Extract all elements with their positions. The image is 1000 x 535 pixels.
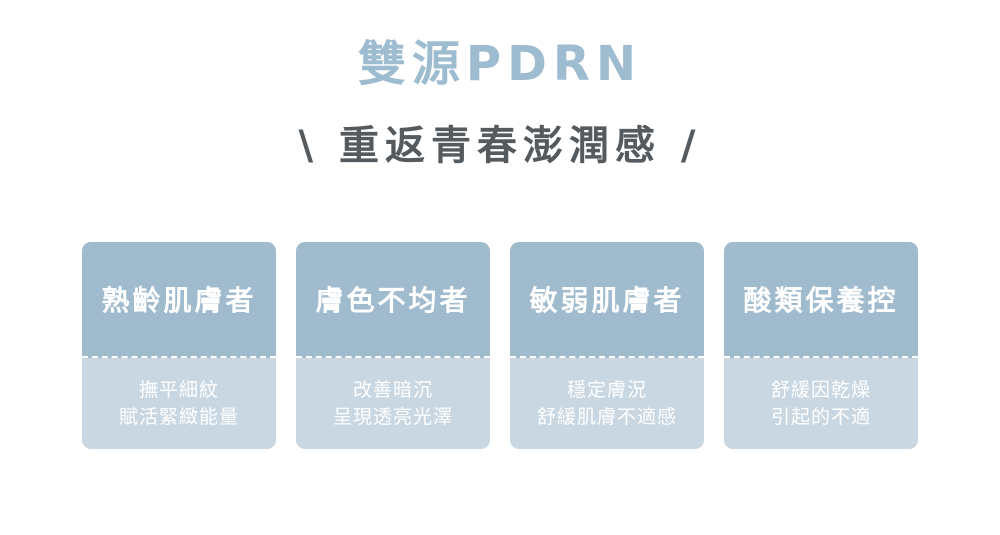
card-label: 敏弱肌膚者 bbox=[510, 242, 704, 358]
card-line: 舒緩因乾燥 bbox=[770, 378, 871, 401]
card-description: 舒緩因乾燥 引起的不適 bbox=[724, 358, 918, 449]
card-sensitive-skin: 敏弱肌膚者 穩定膚況 舒緩肌膚不適感 bbox=[510, 242, 704, 449]
card-line: 改善暗沉 bbox=[352, 378, 433, 401]
card-description: 穩定膚況 舒緩肌膚不適感 bbox=[510, 358, 704, 449]
card-line: 引起的不適 bbox=[770, 405, 871, 428]
card-description: 撫平細紋 賦活緊緻能量 bbox=[82, 358, 276, 449]
card-acid-care: 酸類保養控 舒緩因乾燥 引起的不適 bbox=[724, 242, 918, 449]
card-line: 舒緩肌膚不適感 bbox=[536, 405, 677, 428]
card-uneven-tone: 膚色不均者 改善暗沉 呈現透亮光澤 bbox=[296, 242, 490, 449]
page-subtitle: \ 重返青春澎潤感 / bbox=[298, 123, 702, 169]
page-title: 雙源PDRN bbox=[357, 36, 643, 92]
card-line: 撫平細紋 bbox=[138, 378, 219, 401]
card-label: 酸類保養控 bbox=[724, 242, 918, 358]
card-line: 穩定膚況 bbox=[566, 378, 647, 401]
audience-cards: 熟齡肌膚者 撫平細紋 賦活緊緻能量 膚色不均者 改善暗沉 呈現透亮光澤 敏弱肌膚… bbox=[82, 242, 918, 449]
card-description: 改善暗沉 呈現透亮光澤 bbox=[296, 358, 490, 449]
card-label: 熟齡肌膚者 bbox=[82, 242, 276, 358]
card-mature-skin: 熟齡肌膚者 撫平細紋 賦活緊緻能量 bbox=[82, 242, 276, 449]
card-line: 賦活緊緻能量 bbox=[118, 405, 239, 428]
card-label: 膚色不均者 bbox=[296, 242, 490, 358]
card-line: 呈現透亮光澤 bbox=[332, 405, 453, 428]
